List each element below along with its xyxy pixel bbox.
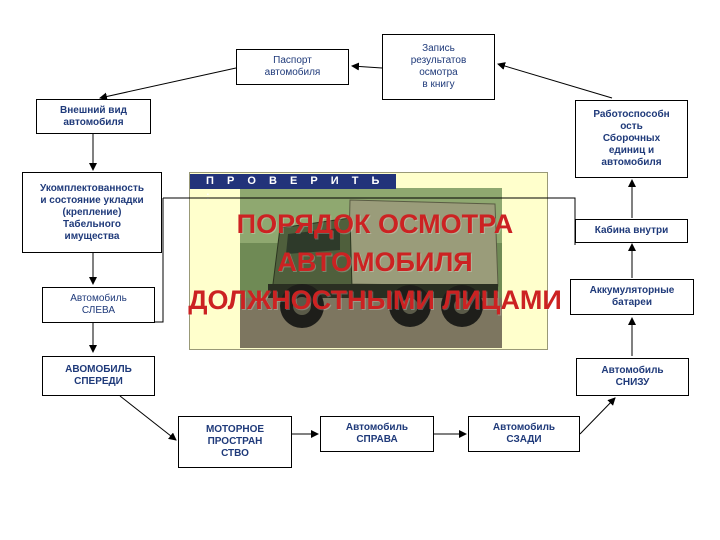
box-passport: Паспорт автомобиля xyxy=(236,49,349,85)
box-batteries: Аккумуляторные батареи xyxy=(570,279,694,315)
check-banner: П Р О В Е Р И Т Ь : xyxy=(190,174,396,202)
box-right: Автомобиль СПРАВА xyxy=(320,416,434,452)
box-record: Запись результатов осмотра в книгу xyxy=(382,34,495,100)
arrow-record-passport xyxy=(351,62,383,71)
box-rear: Автомобиль СЗАДИ xyxy=(468,416,580,452)
box-left: Автомобиль СЛЕВА xyxy=(42,287,155,323)
box-completeness: Укомплектованность и состояние укладки (… xyxy=(22,172,162,253)
arrow-operability-record xyxy=(497,62,613,99)
arrow-passport-exterior xyxy=(99,67,237,101)
box-bottom: Автомобиль СНИЗУ xyxy=(576,358,689,396)
diagram-title: ПОРЯДОК ОСМОТРА АВТОМОБИЛЯ ДОЛЖНОСТНЫМИ … xyxy=(188,209,562,315)
box-cabin: Кабина внутри xyxy=(575,219,688,243)
arrow-front-engine xyxy=(119,395,177,441)
box-engine: МОТОРНОЕ ПРОСТРАН СТВО xyxy=(178,416,292,468)
box-operability: Работоспособн ость Сборочных единиц и ав… xyxy=(575,100,688,178)
box-exterior: Внешний вид автомобиля xyxy=(36,99,151,134)
truck-photo-icon xyxy=(240,188,502,348)
bracket-right xyxy=(163,197,576,245)
truck-illustration xyxy=(240,188,502,348)
arrow-rear-bottom xyxy=(579,397,616,435)
box-front: АВОМОБИЛЬ СПЕРЕДИ xyxy=(42,356,155,396)
